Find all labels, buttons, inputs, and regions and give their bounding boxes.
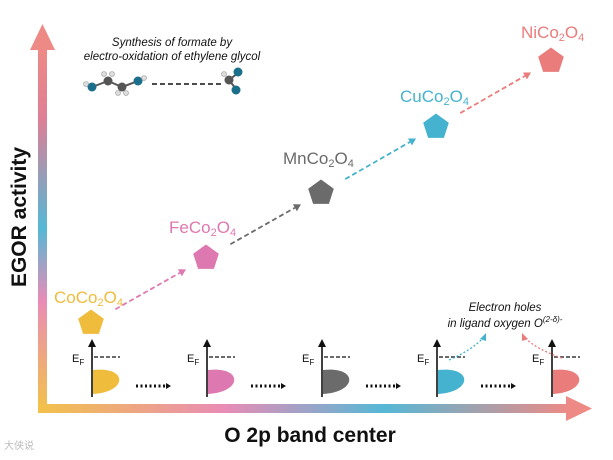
- compound-label-mn: MnCo2O4: [283, 149, 354, 170]
- y-axis-label: EGOR activity: [8, 146, 31, 288]
- band-connector-arrowhead: [511, 383, 516, 389]
- trend-arrowhead-cu: [522, 72, 532, 80]
- compound-label-ni: NiCo2O4: [521, 23, 585, 44]
- band-axis-arrow-fe: [203, 339, 211, 347]
- oxygen-atom: [87, 82, 97, 92]
- watermark: 大侠说: [4, 441, 34, 452]
- fermi-label-co: EF: [72, 353, 85, 368]
- formate-oxygen: [233, 67, 243, 77]
- compound-label-cu: CuCo2O4: [400, 87, 469, 108]
- y-axis-line: [38, 46, 47, 410]
- pentagon-co: [78, 309, 104, 334]
- oxygen-atom: [133, 76, 143, 86]
- pentagon-mn: [308, 179, 334, 204]
- band-diagrams: [88, 333, 580, 397]
- x-axis-line: [38, 404, 570, 413]
- electron-holes-line1: Electron holes: [468, 302, 542, 314]
- x-axis-arrow: [566, 396, 592, 421]
- synthesis-note-line2: electro-oxidation of ethylene glycol: [83, 51, 261, 64]
- dos-lobe-fe: [208, 369, 235, 394]
- molecule-reaction: [83, 67, 243, 96]
- synthesis-note-line1: Synthesis of formate by: [111, 37, 233, 49]
- band-axis-arrow-mn: [318, 339, 326, 347]
- band-connector-arrowhead: [281, 383, 286, 389]
- formate-oxygen: [231, 85, 241, 95]
- hole-arrow-cu: [448, 337, 484, 361]
- band-axis-arrow-co: [88, 339, 96, 347]
- pentagon-cu: [423, 113, 449, 138]
- band-axis-arrow-cu: [433, 339, 441, 347]
- y-axis-arrow: [30, 24, 55, 50]
- axes: [30, 24, 592, 421]
- trend-arrow-mn: [344, 141, 411, 180]
- dos-lobe-mn: [323, 369, 350, 394]
- hole-arrow-ni: [524, 337, 563, 359]
- band-connector-arrowhead: [396, 383, 401, 389]
- trend-arrow-fe: [229, 206, 296, 246]
- fermi-label-cu: EF: [417, 353, 430, 368]
- dos-lobe-cu: [438, 369, 465, 394]
- electron-holes-note: Electron holes in ligand oxygen O(2-δ)-: [420, 301, 590, 332]
- trend-arrow-cu: [459, 75, 526, 114]
- trend-arrow-co: [114, 271, 181, 311]
- carbon-atom: [117, 82, 127, 92]
- hole-arrowhead-ni: [522, 333, 528, 341]
- dos-lobe-co: [93, 369, 120, 394]
- x-axis-label: O 2p band center: [224, 424, 396, 447]
- pentagon-fe: [193, 244, 219, 269]
- activity-trend: [78, 47, 564, 334]
- band-connector-arrowhead: [166, 383, 171, 389]
- electron-holes-line2: in ligand oxygen O(2-δ)-: [447, 315, 563, 331]
- trend-arrowhead-fe: [292, 204, 301, 212]
- trend-arrowhead-co: [177, 269, 186, 277]
- trend-arrowhead-mn: [407, 138, 417, 146]
- synthesis-note: Synthesis of formate by electro-oxidatio…: [72, 36, 272, 65]
- fermi-label-mn: EF: [302, 353, 315, 368]
- dos-lobe-ni: [553, 369, 580, 394]
- fermi-label-fe: EF: [187, 353, 200, 368]
- compound-label-co: CoCo2O4: [54, 288, 123, 309]
- pentagon-ni: [538, 47, 564, 72]
- band-axis-arrow-ni: [548, 339, 556, 347]
- compound-label-fe: FeCo2O4: [169, 218, 237, 239]
- carbon-atom: [103, 76, 113, 86]
- fermi-label-ni: EF: [532, 353, 545, 368]
- formate-carbon: [224, 75, 234, 85]
- hole-arrowhead-cu: [480, 333, 486, 341]
